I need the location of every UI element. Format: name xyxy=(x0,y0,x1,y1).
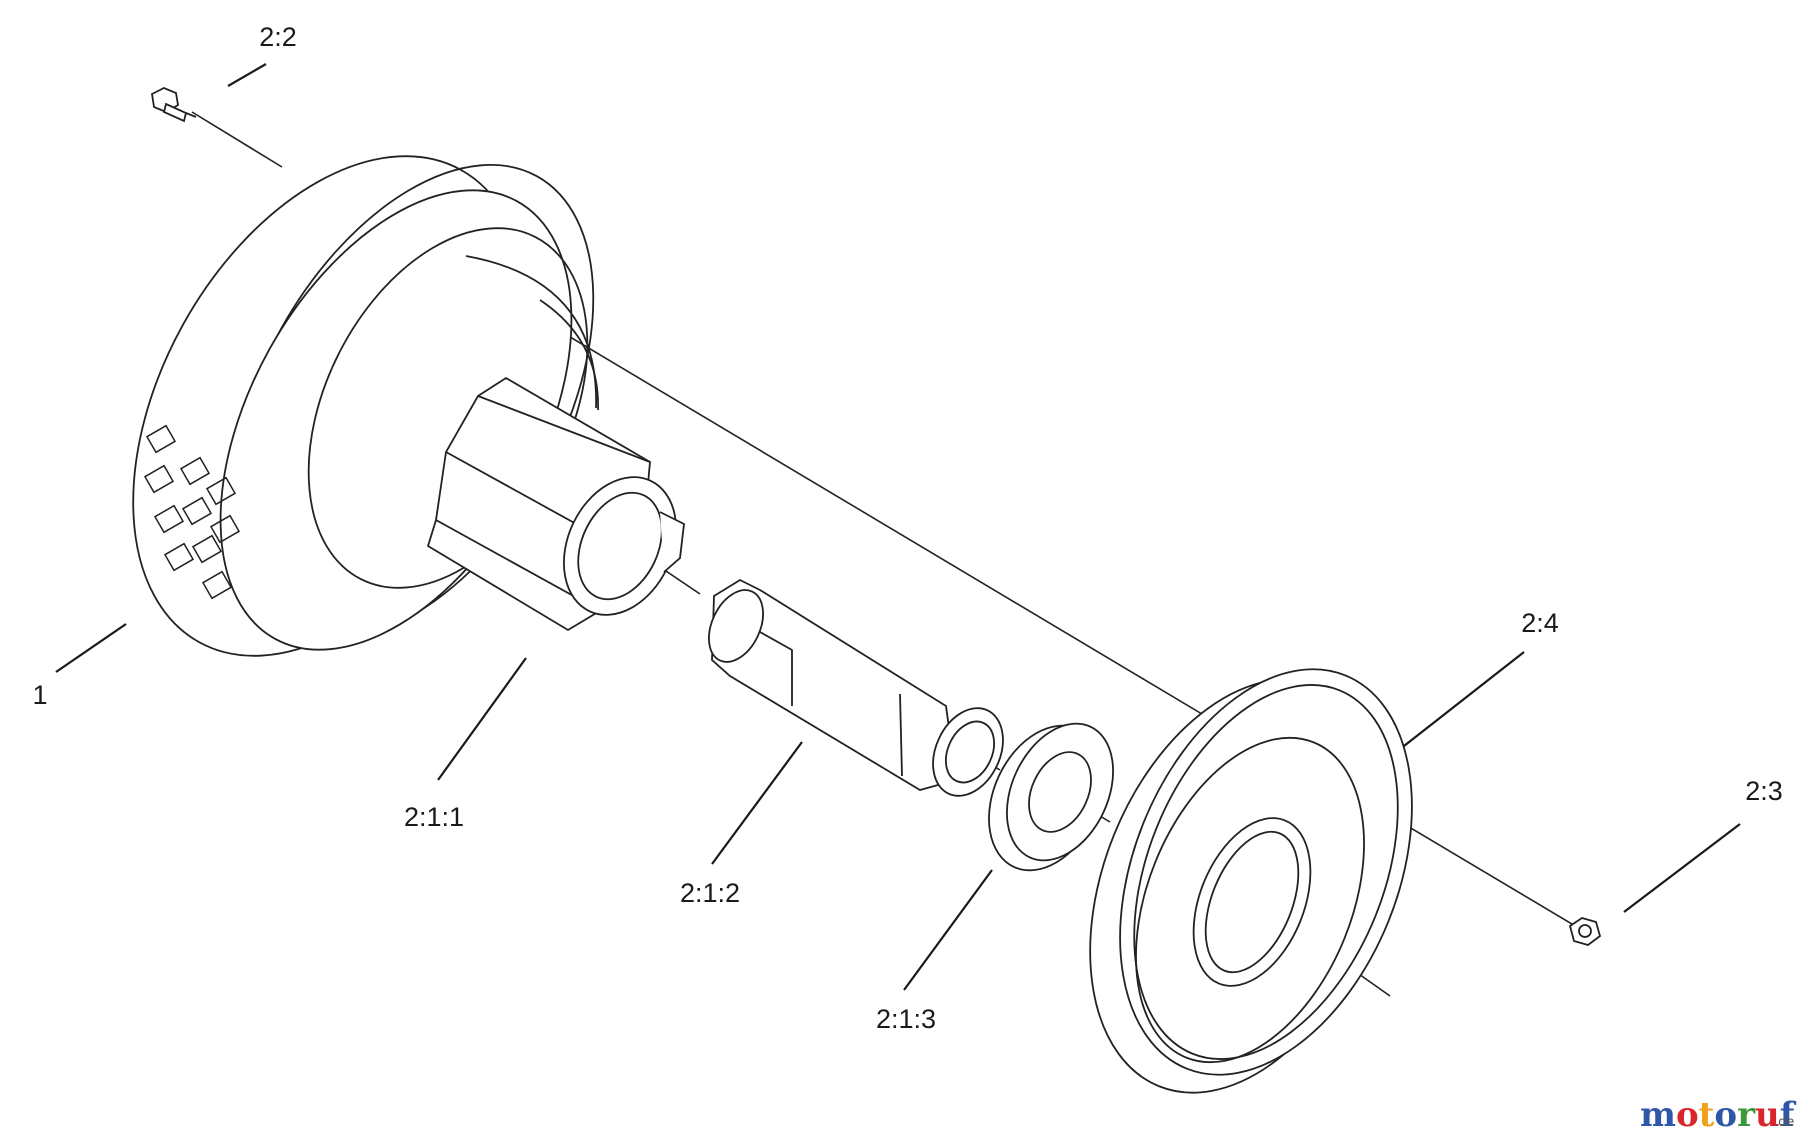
watermark-letter: f xyxy=(1780,1095,1797,1135)
washer-part xyxy=(988,722,1114,872)
nut-part xyxy=(1568,917,1602,946)
callout-washer: 2:1:3 xyxy=(876,1004,936,1034)
watermark-letter: t xyxy=(1699,1095,1715,1135)
callout-nut: 2:3 xyxy=(1745,776,1783,806)
watermark-letter: o xyxy=(1714,1095,1737,1135)
watermark-letter: o xyxy=(1676,1095,1699,1135)
watermark-suffix: .de xyxy=(1774,1115,1794,1130)
leader-bolt xyxy=(227,63,267,87)
rim-part xyxy=(1089,668,1413,1094)
leader-nut xyxy=(1623,823,1741,913)
leader-sleeve xyxy=(711,741,803,865)
callout-rim: 2:4 xyxy=(1521,608,1559,638)
callout-sleeve: 2:1:2 xyxy=(680,878,740,908)
leader-tire xyxy=(55,623,127,673)
leader-hub xyxy=(437,657,527,781)
callout-hub: 2:1:1 xyxy=(404,802,464,832)
callout-bolt: 2:2 xyxy=(259,22,297,52)
tread-blocks xyxy=(143,424,241,600)
watermark-logo: motoruf .de xyxy=(1640,1095,1797,1135)
watermark-letter: r xyxy=(1737,1095,1756,1135)
svg-text:motoruf: motoruf xyxy=(1640,1095,1797,1135)
leader-lines xyxy=(55,63,1741,991)
leader-rim xyxy=(1403,651,1525,747)
bolt-part xyxy=(151,87,197,123)
leader-washer xyxy=(903,869,993,991)
watermark-letter: u xyxy=(1755,1095,1780,1135)
callout-tire: 1 xyxy=(32,680,47,710)
sleeve-part xyxy=(708,578,1004,797)
hub-part xyxy=(426,376,685,632)
watermark-letter: m xyxy=(1640,1095,1676,1135)
